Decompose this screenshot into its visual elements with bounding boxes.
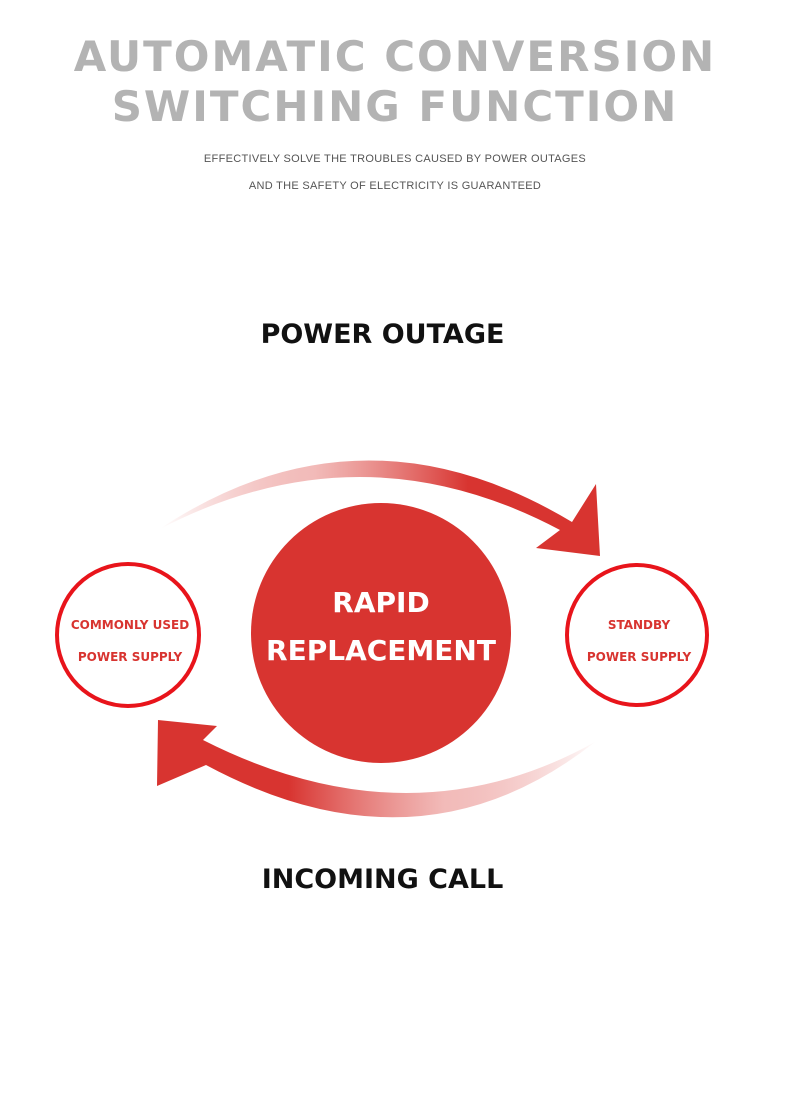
right-node-label-line1: STANDBY [608,618,671,632]
power-outage-label: POWER OUTAGE [260,319,505,350]
subtitle-line1: EFFECTIVELY SOLVE THE TROUBLES CAUSED BY… [203,153,587,165]
subtitle-line2: AND THE SAFETY OF ELECTRICITY IS GUARANT… [248,180,542,192]
top-arrow [158,460,600,556]
incoming-call-label: INCOMING CALL [261,864,504,895]
center-circle [251,503,511,763]
left-node-label-line1: COMMONLY USED [71,618,189,632]
right-node-label-line2: POWER SUPPLY [587,650,692,664]
page-title-line2: SWITCHING FUNCTION [111,82,679,131]
right-node-ring [565,563,709,707]
left-node-ring [55,562,201,708]
left-node-label-line2: POWER SUPPLY [78,650,183,664]
center-label-line1: RAPID [332,586,429,619]
center-label-line2: REPLACEMENT [266,634,496,667]
bottom-arrow [157,720,595,818]
page-title-line1: AUTOMATIC CONVERSION [73,32,717,81]
